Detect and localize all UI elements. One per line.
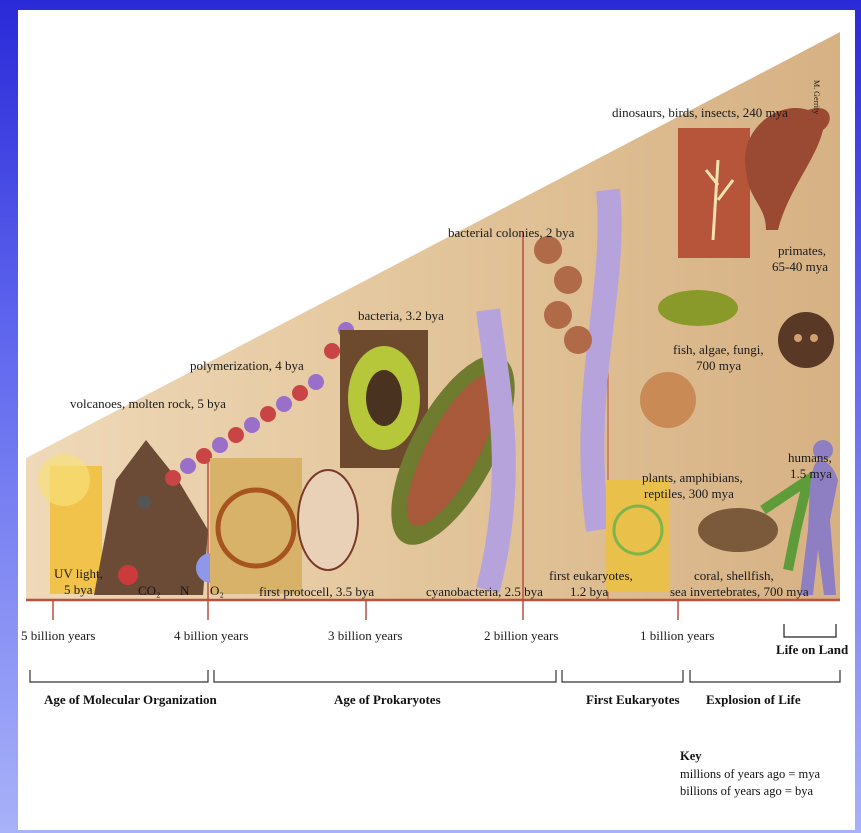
tick-4-billion: 4 billion years	[174, 628, 248, 644]
diagram-panel: M. Gerrity UV light, 5 bya CO₂ N O₂ volc…	[18, 10, 855, 830]
coral-time-label: sea invertebrates, 700 mya	[670, 584, 809, 599]
spore-illustration	[640, 372, 696, 428]
o2-label: O₂	[210, 583, 224, 598]
coral-label: coral, shellfish,	[694, 568, 774, 583]
first-eukaryotes-time-label: 1.2 bya	[570, 584, 608, 599]
humans-time-label: 1.5 mya	[790, 466, 832, 481]
shellfish-illustration	[698, 508, 778, 552]
cyanobacteria-label: cyanobacteria, 2.5 bya	[426, 584, 543, 599]
first-protocell-label: first protocell, 3.5 bya	[259, 584, 374, 599]
key-title: Key	[680, 748, 702, 765]
tick-3-billion: 3 billion years	[328, 628, 402, 644]
key-mya: millions of years ago = mya	[680, 766, 820, 783]
era-prokaryotes: Age of Prokaryotes	[334, 692, 441, 708]
molecule-red-icon	[118, 565, 138, 585]
uv-light-time-label: 5 bya	[64, 582, 93, 597]
bracket-prokaryotes	[214, 670, 556, 682]
bracket-eukaryotes	[562, 670, 683, 682]
primates-time-label: 65-40 mya	[772, 259, 828, 274]
humans-label: humans,	[788, 450, 832, 465]
key-bya: billions of years ago = bya	[680, 783, 813, 800]
primate-illustration	[778, 312, 834, 368]
volcanoes-label: volcanoes, molten rock, 5 bya	[70, 396, 226, 411]
fish-time-label: 700 mya	[696, 358, 741, 373]
primates-label: primates,	[778, 243, 826, 258]
protocell-panel	[210, 458, 302, 594]
era-molecular-organization: Age of Molecular Organization	[44, 692, 217, 708]
sun-icon	[38, 454, 90, 506]
bracket-explosion	[690, 670, 840, 682]
tick-1-billion: 1 billion years	[640, 628, 714, 644]
n-label: N	[180, 583, 189, 598]
bacterial-colonies-label: bacterial colonies, 2 bya	[448, 225, 574, 240]
co2-label: CO₂	[138, 583, 161, 598]
uv-light-label: UV light,	[54, 566, 103, 581]
bacteria-label: bacteria, 3.2 bya	[358, 308, 444, 323]
era-explosion-of-life: Explosion of Life	[706, 692, 801, 708]
molecule-c-icon	[137, 495, 151, 509]
life-on-land-bracket	[784, 624, 836, 637]
plants-label: plants, amphibians,	[642, 470, 743, 485]
artist-credit: M. Gerrity	[809, 80, 824, 114]
fish-label: fish, algae, fungi,	[673, 342, 764, 357]
fish-illustration	[658, 290, 738, 326]
era-first-eukaryotes: First Eukaryotes	[586, 692, 680, 708]
protocell-strands-illustration	[298, 470, 358, 570]
first-eukaryotes-label: first eukaryotes,	[549, 568, 633, 583]
polymerization-label: polymerization, 4 bya	[190, 358, 304, 373]
life-on-land-label: Life on Land	[776, 642, 848, 658]
plants-time-label: reptiles, 300 mya	[644, 486, 734, 501]
tick-2-billion: 2 billion years	[484, 628, 558, 644]
tick-5-billion: 5 billion years	[21, 628, 95, 644]
dinosaurs-label: dinosaurs, birds, insects, 240 mya	[612, 105, 788, 120]
bracket-molecular	[30, 670, 208, 682]
